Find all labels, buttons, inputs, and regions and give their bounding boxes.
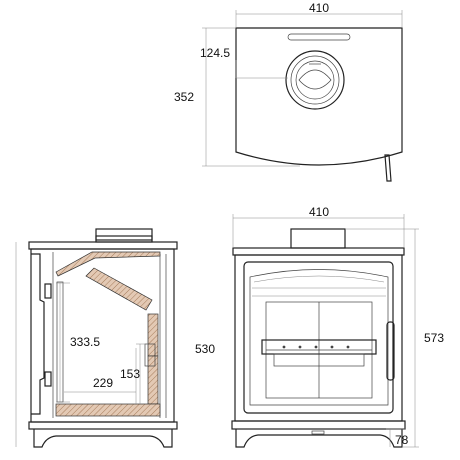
upper-baffle — [55, 251, 161, 277]
side-base-plate — [28, 421, 178, 430]
inner-depth-label: 229 — [93, 376, 113, 390]
leg-height-label: 78 — [395, 433, 409, 447]
flue-offset-label: 124.5 — [200, 46, 230, 60]
flue-collar — [285, 50, 345, 110]
top-depth-label: 352 — [174, 90, 194, 104]
front-width-label: 410 — [309, 205, 329, 219]
air-control-slider — [311, 430, 325, 435]
throat-plate — [85, 267, 153, 311]
small-height-label: 153 — [120, 367, 140, 381]
rear-firebrick-upper — [147, 313, 159, 357]
riddling-handle — [384, 154, 392, 182]
side-section-view: 530 333.5 229 153 — [15, 228, 215, 448]
top-view: 410 352 124.5 — [174, 1, 403, 182]
front-flue-collar — [290, 228, 346, 249]
front-top-plate — [232, 247, 405, 256]
front-door — [243, 261, 394, 414]
side-flue-collar — [95, 228, 153, 241]
side-door-hinge-bottom — [44, 371, 52, 387]
front-body — [234, 254, 403, 422]
log-retainer — [261, 339, 377, 367]
side-door-hinge-top — [44, 283, 52, 299]
side-flue-ring — [95, 235, 153, 243]
side-height-label: 530 — [195, 342, 215, 356]
hearth-bed — [55, 403, 161, 417]
door-handle — [386, 321, 395, 381]
front-height-label: 573 — [424, 331, 444, 345]
rear-firebrick-lower — [147, 355, 159, 405]
top-view-outline — [235, 27, 403, 166]
inner-height-label: 333.5 — [70, 335, 100, 349]
rear-air-inlet — [144, 343, 156, 367]
side-top-plate — [28, 241, 178, 250]
side-legs — [33, 429, 173, 448]
top-width-label: 410 — [309, 1, 329, 15]
front-view: 410 573 78 — [231, 205, 444, 448]
top-vent-slot — [287, 33, 351, 41]
side-door-profile — [31, 253, 45, 415]
door-glass — [249, 269, 389, 406]
front-base-plate — [231, 420, 406, 430]
front-legs — [235, 429, 403, 448]
